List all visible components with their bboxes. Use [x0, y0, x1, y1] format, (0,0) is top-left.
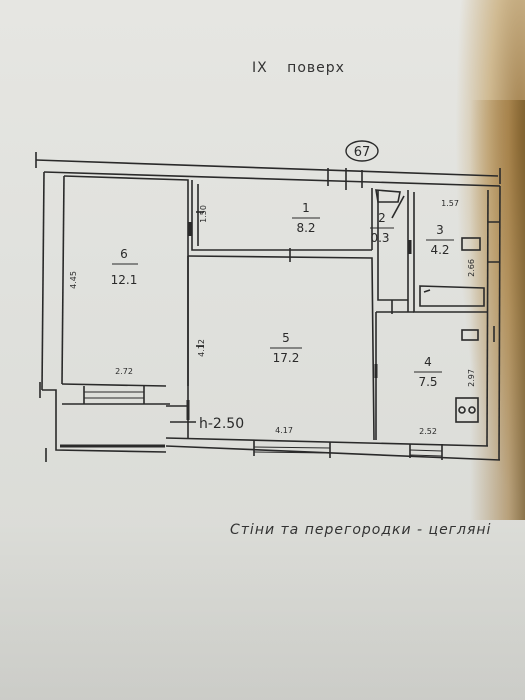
room2-walls — [377, 190, 408, 301]
svg-text:3: 3 — [436, 223, 444, 237]
window-room4 — [409, 444, 443, 460]
footer-note: Стіни та перегородки - цегляні — [230, 522, 492, 538]
svg-text:2: 2 — [378, 211, 386, 225]
building-number: 67 — [354, 145, 371, 160]
balcony-outline — [42, 389, 167, 453]
dim-150: 1.50 — [199, 205, 208, 223]
building-number-badge: 67 — [345, 140, 379, 162]
dim-252: 2.52 — [419, 427, 437, 436]
outer-wall-left-inner — [61, 175, 65, 385]
dim-297: 2.97 — [467, 369, 476, 387]
svg-text:4: 4 — [424, 355, 432, 369]
outer-wall-right-outer — [498, 185, 501, 461]
svg-text:1: 1 — [302, 201, 310, 215]
room1-partition — [191, 180, 372, 251]
window-room6 — [83, 386, 145, 404]
ceiling-height: h-2.50 — [199, 416, 244, 432]
svg-text:4.2: 4.2 — [430, 243, 449, 257]
outer-wall-bottom-outer — [165, 445, 501, 461]
window-top — [327, 168, 363, 188]
dim-266: 2.66 — [467, 259, 476, 277]
room-label-6: 6 12.1 — [111, 247, 138, 287]
stove — [455, 397, 479, 423]
svg-text:0.3: 0.3 — [370, 231, 389, 245]
room2-door-swing — [391, 195, 405, 219]
dim-272: 2.72 — [115, 367, 133, 376]
room-label-4: 4 7.5 — [414, 355, 442, 389]
room-label-5: 5 17.2 — [270, 331, 302, 365]
dim-417: 4.17 — [275, 426, 293, 435]
outer-wall-right-inner — [486, 189, 489, 447]
floor-title: IX поверх — [252, 60, 345, 76]
svg-text:7.5: 7.5 — [418, 375, 437, 389]
room-label-2: 2 0.3 — [370, 211, 394, 245]
room6-bottom-wall — [61, 383, 167, 387]
sink-room4 — [461, 329, 479, 341]
svg-text:6: 6 — [120, 247, 128, 261]
svg-text:8.2: 8.2 — [296, 221, 315, 235]
dim-157: 1.57 — [441, 199, 459, 208]
window-room5 — [253, 440, 331, 458]
sink-room3 — [461, 237, 481, 251]
outer-wall-bottom-inner — [165, 437, 489, 447]
svg-text:5: 5 — [282, 331, 290, 345]
dim-445: 4.45 — [69, 271, 78, 289]
room-label-1: 1 8.2 — [292, 201, 320, 235]
outer-wall-top-outer — [35, 159, 499, 177]
room-label-3: 3 4.2 — [426, 223, 454, 257]
svg-text:17.2: 17.2 — [273, 351, 300, 365]
dim-412: 4.12 — [197, 339, 206, 357]
svg-text:12.1: 12.1 — [111, 273, 138, 287]
bathtub — [419, 285, 485, 307]
room5-walls — [187, 255, 375, 441]
outer-wall-top-inner — [43, 171, 501, 187]
room3-walls — [413, 192, 488, 313]
outer-wall-left-outer — [41, 171, 45, 391]
